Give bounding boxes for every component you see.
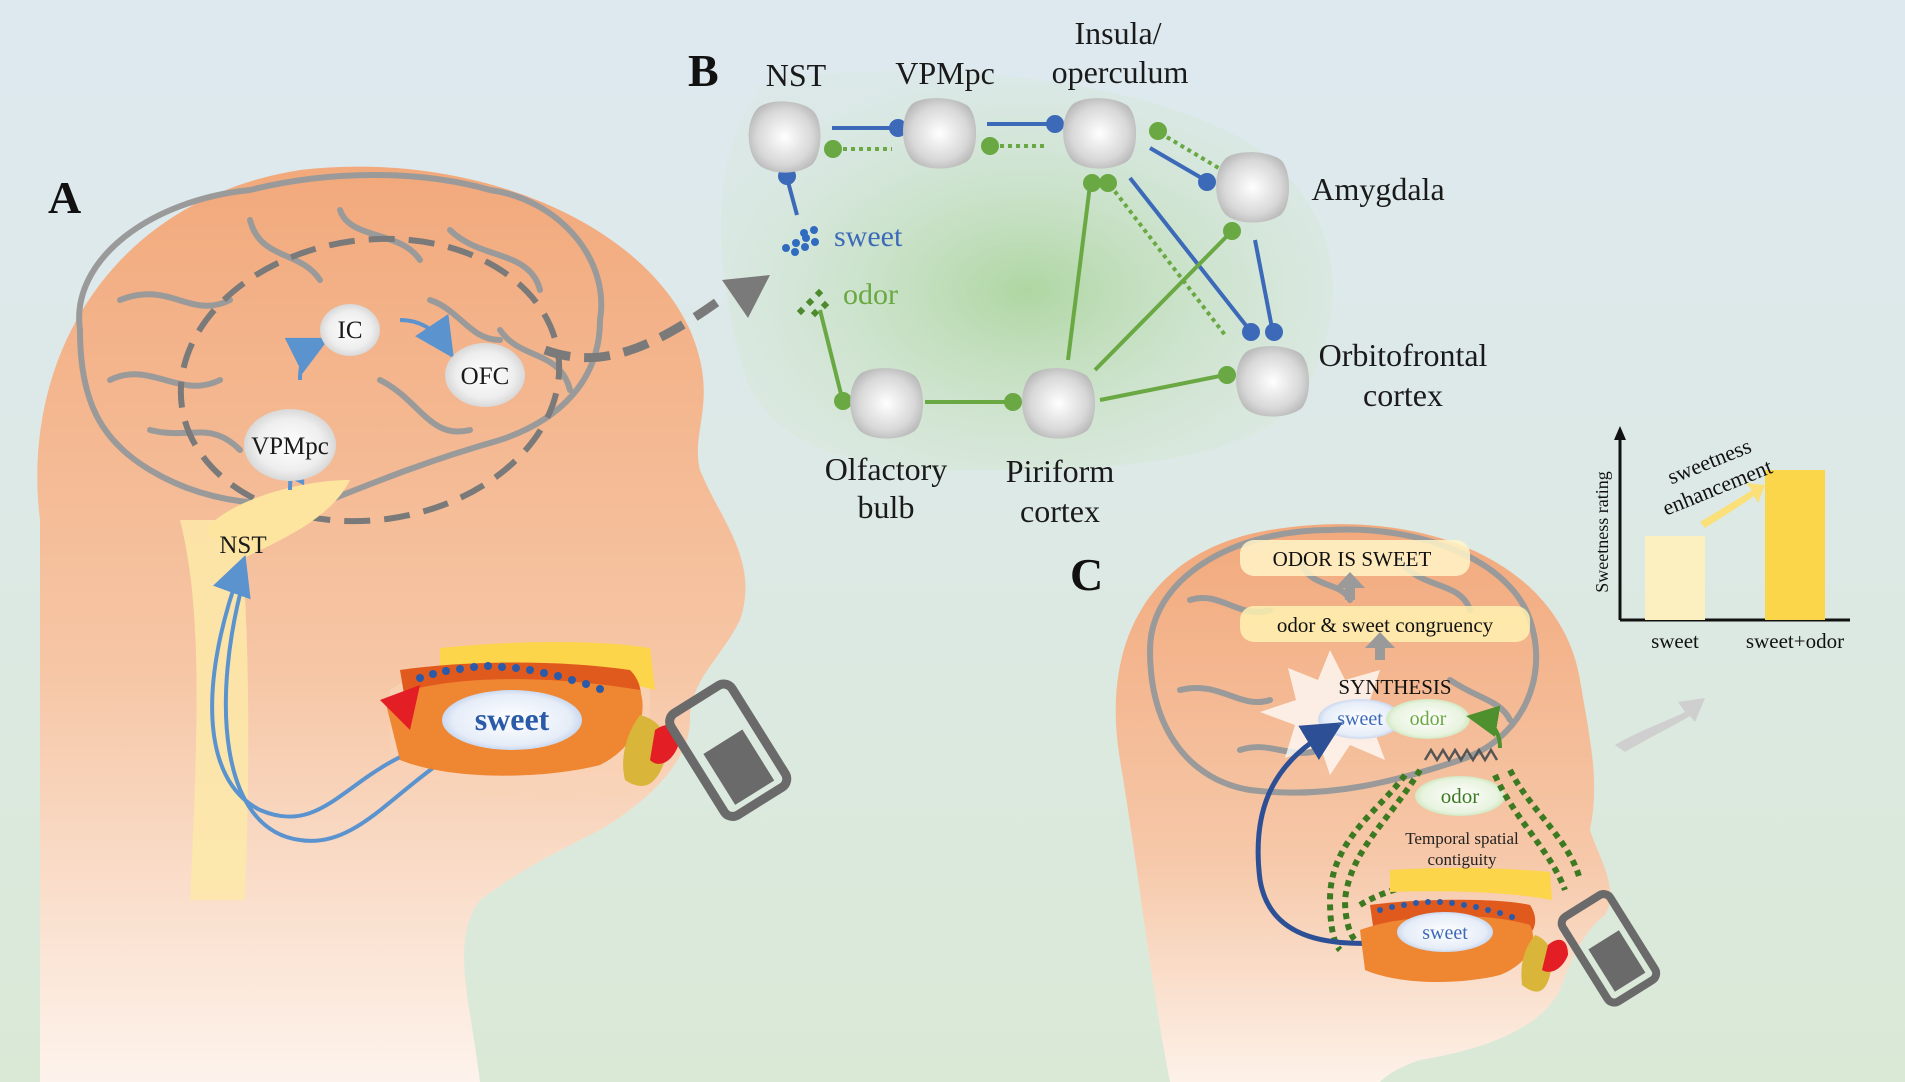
panel-c-to-chart-arrow bbox=[1615, 698, 1705, 752]
legend-odor: odor bbox=[843, 278, 898, 311]
label-nst-b: NST bbox=[766, 57, 827, 93]
label-insula-1: Insula/ bbox=[1074, 15, 1161, 51]
chart-y-axis-arrow bbox=[1614, 426, 1626, 440]
label-vpmpc-b: VPMpc bbox=[895, 55, 995, 91]
panel-b-nodes bbox=[748, 98, 1310, 439]
sweetness-chart: sweet sweet+odor bbox=[1614, 426, 1850, 653]
panel-b-connections-odor bbox=[818, 122, 1241, 411]
panel-label-a: A bbox=[48, 172, 81, 223]
label-ofc-2: cortex bbox=[1363, 377, 1443, 413]
node-piriform bbox=[1022, 368, 1096, 439]
node-amygdala bbox=[1216, 152, 1290, 223]
chart-ylabel: Sweetness rating bbox=[1592, 471, 1612, 592]
panel-a-brain bbox=[76, 172, 605, 507]
panel-c-cup-icon bbox=[1557, 890, 1661, 1007]
label-sweet-a: sweet bbox=[475, 701, 550, 737]
odor-legend-icon bbox=[796, 288, 830, 318]
label-contiguity-1: Temporal spatial bbox=[1405, 829, 1519, 848]
c-nasal-odor-oval bbox=[1415, 776, 1505, 816]
node-ofc bbox=[1236, 346, 1310, 417]
panel-c-odor-pathway bbox=[1326, 768, 1583, 953]
label-ofc-1: Orbitofrontal bbox=[1319, 337, 1488, 373]
label-congruency: odor & sweet congruency bbox=[1277, 613, 1494, 637]
panel-c-odor-arrow bbox=[1466, 705, 1502, 749]
sweet-legend-icon bbox=[782, 226, 819, 256]
label-c-sweet: sweet bbox=[1337, 708, 1383, 730]
panel-a-taste-pathway bbox=[210, 313, 471, 843]
label-insula-2: operculum bbox=[1052, 54, 1189, 90]
odor-is-sweet-band bbox=[1240, 540, 1470, 576]
panel-a-cup-icon bbox=[665, 679, 792, 821]
congruency-band bbox=[1240, 606, 1530, 642]
panel-label-b: B bbox=[688, 45, 719, 96]
chart-bar-sweet-odor bbox=[1765, 470, 1825, 620]
node-nst bbox=[748, 101, 821, 173]
node-insula bbox=[1063, 98, 1137, 169]
label-olfactory-2: bulb bbox=[858, 489, 915, 525]
panel-a-ovals bbox=[244, 304, 525, 481]
node-olfactory-bulb bbox=[850, 368, 924, 439]
c-mouth-sweet-oval bbox=[1397, 912, 1493, 952]
panel-label-c: C bbox=[1070, 549, 1103, 600]
label-c-nasal-odor: odor bbox=[1441, 784, 1480, 808]
up-arrow-2 bbox=[1365, 632, 1395, 660]
panel-a-head bbox=[37, 166, 746, 1082]
label-piriform-1: Piriform bbox=[1006, 453, 1115, 489]
label-nst-a: NST bbox=[219, 532, 266, 559]
node-vpmpc bbox=[903, 98, 977, 169]
chart-bar-sweet bbox=[1645, 536, 1705, 620]
panel-c-taste-buds bbox=[1377, 899, 1515, 920]
label-vpmpc-a: VPMpc bbox=[251, 433, 329, 460]
chart-tick-label: sweet+odor bbox=[1746, 629, 1844, 653]
olfactory-epithelium bbox=[1423, 747, 1499, 763]
label-synthesis: SYNTHESIS bbox=[1338, 675, 1451, 699]
chart-tick-label: sweet bbox=[1651, 629, 1699, 653]
label-ofc: OFC bbox=[461, 363, 510, 390]
label-amygdala: Amygdala bbox=[1311, 171, 1444, 207]
panel-a-sweet-oval bbox=[442, 690, 582, 750]
nst-region bbox=[205, 480, 350, 560]
label-piriform-2: cortex bbox=[1020, 493, 1100, 529]
up-arrow-1 bbox=[1335, 572, 1365, 600]
enhancement-arrow bbox=[1700, 483, 1765, 528]
label-c-odor: odor bbox=[1410, 708, 1447, 730]
label-ic: IC bbox=[338, 317, 363, 344]
legend-sweet: sweet bbox=[834, 220, 903, 253]
label-c-mouth-sweet: sweet bbox=[1422, 922, 1468, 944]
panel-c-taste-pathway bbox=[1255, 722, 1411, 946]
panel-a-to-b-arrow bbox=[543, 296, 723, 363]
label-contiguity-2: contiguity bbox=[1428, 850, 1497, 869]
label-olfactory-1: Olfactory bbox=[825, 451, 948, 487]
panel-a-to-b-arrowhead bbox=[722, 275, 770, 318]
label-odor-is-sweet: ODOR IS SWEET bbox=[1273, 547, 1432, 571]
panel-a-taste-buds bbox=[416, 662, 604, 693]
c-odor-oval bbox=[1386, 699, 1470, 739]
